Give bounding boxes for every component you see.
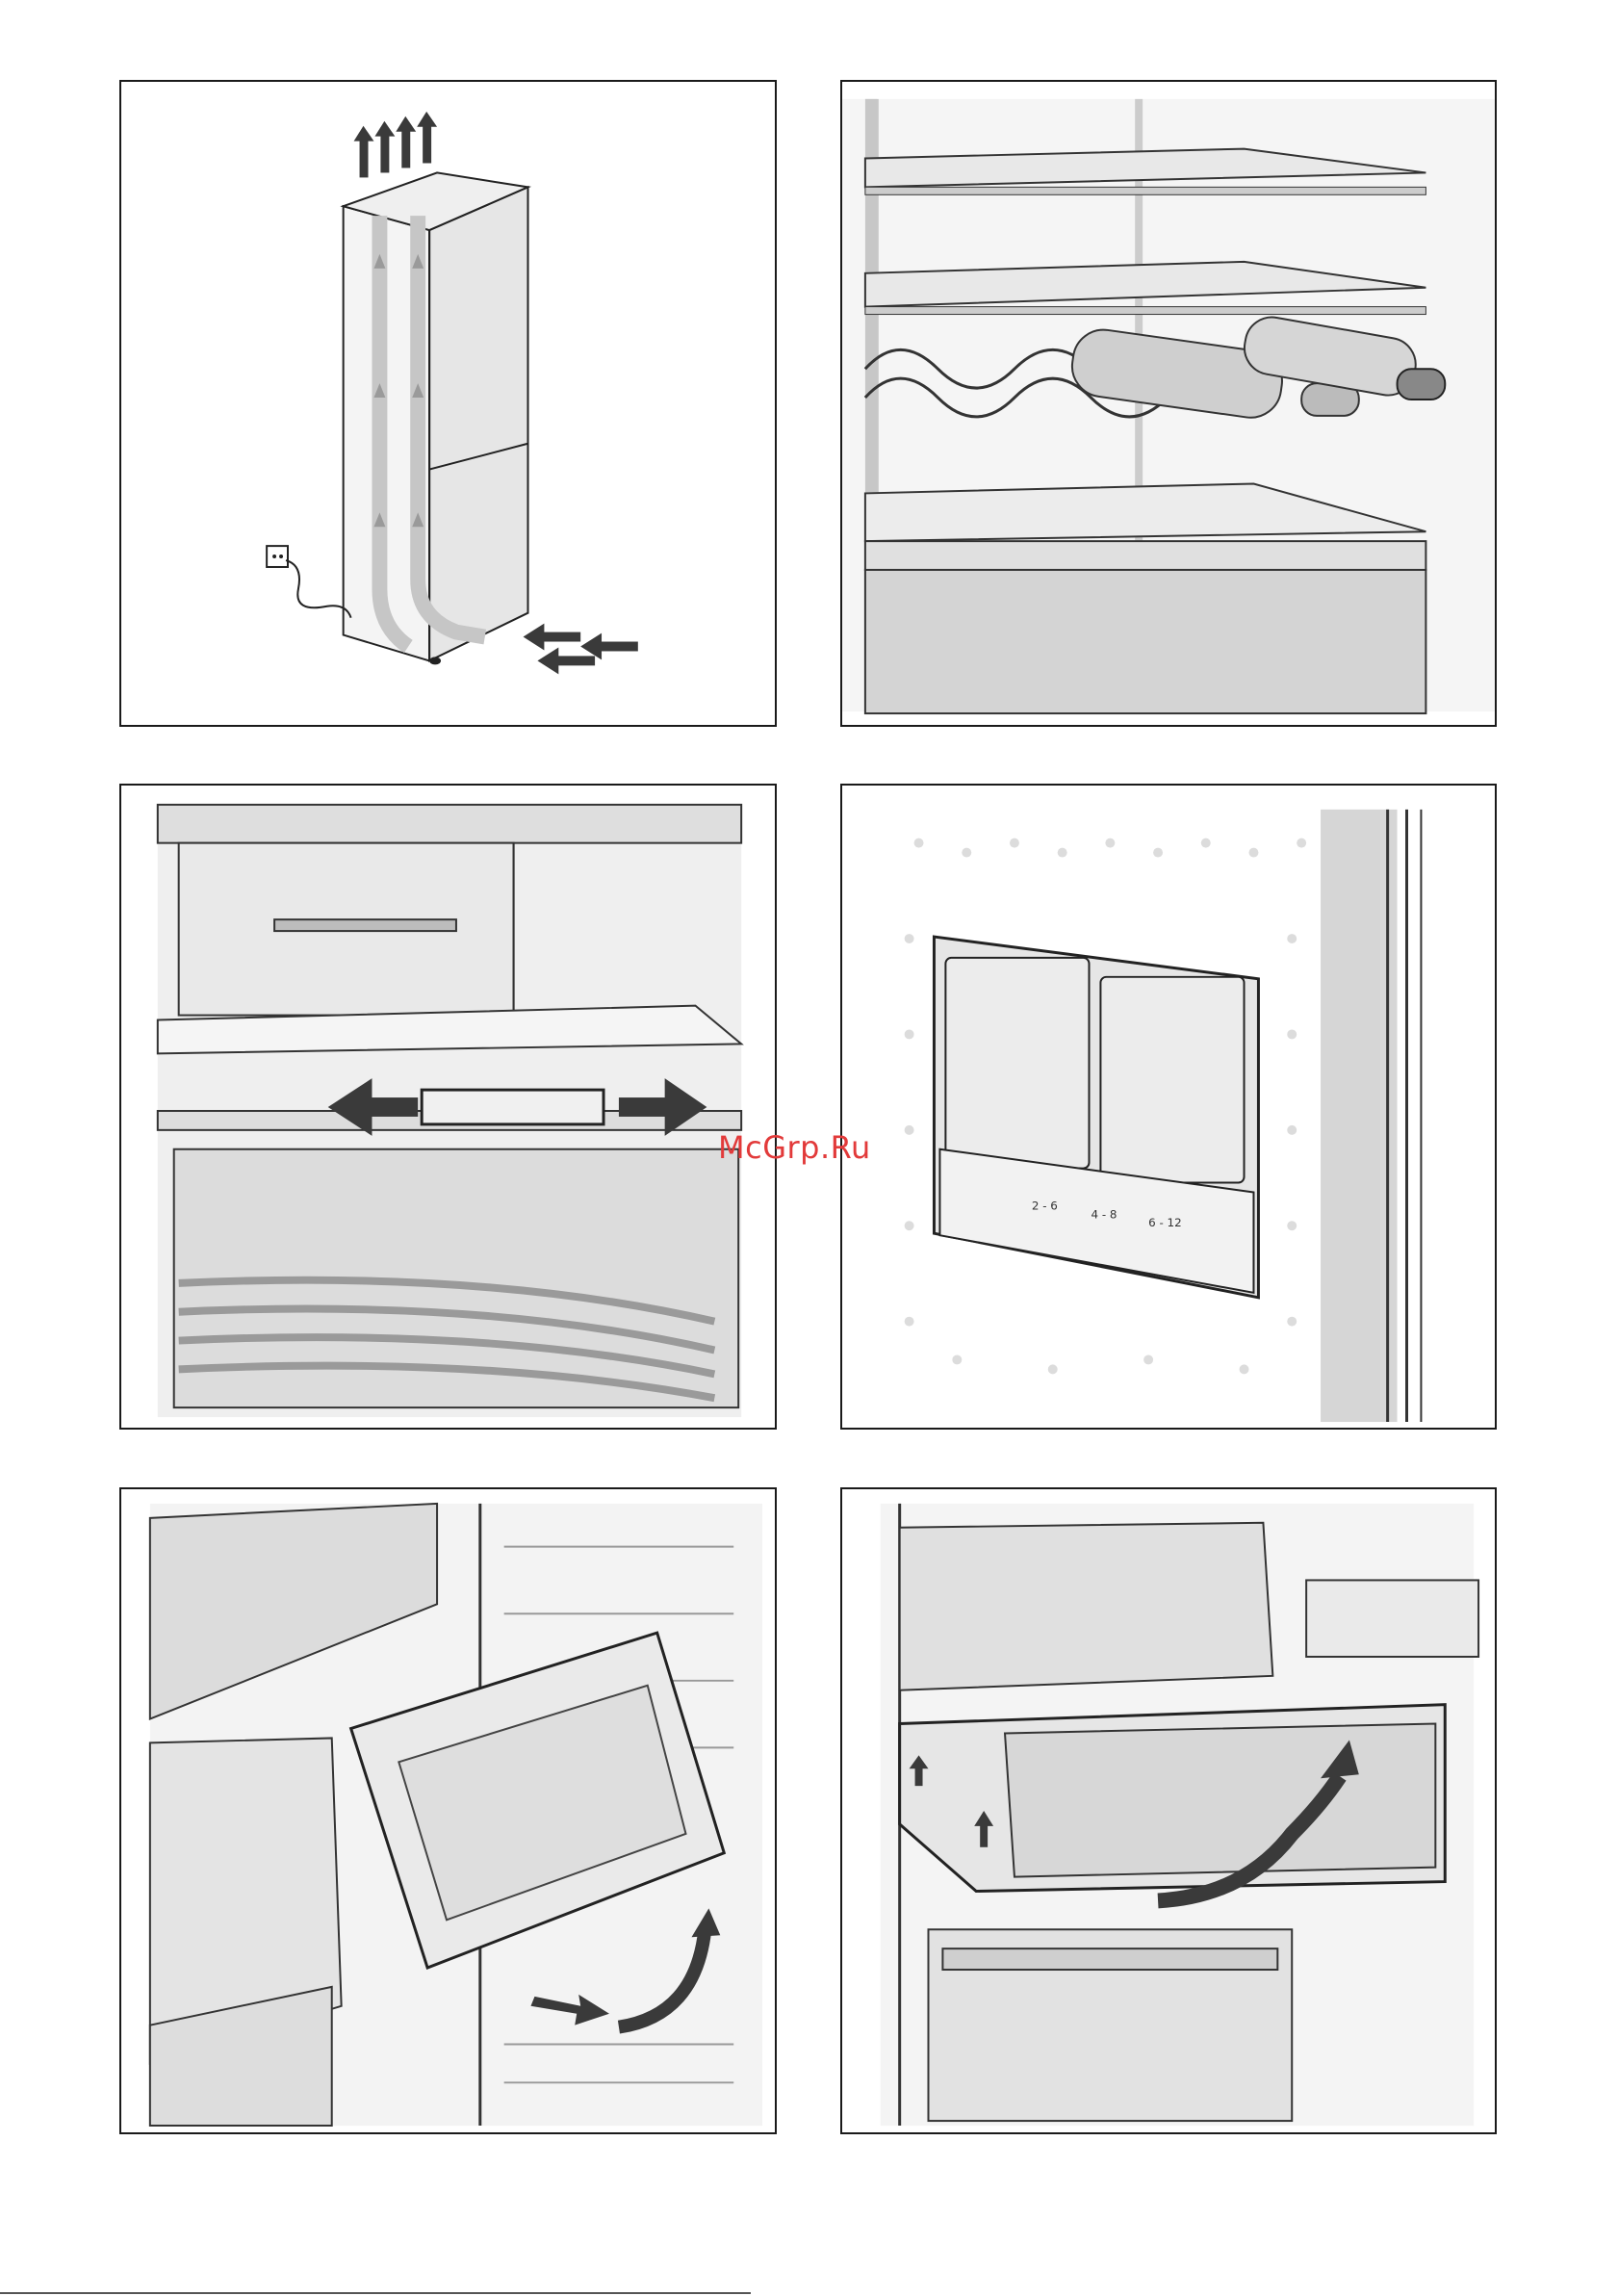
humidity-slider (422, 1090, 604, 1124)
humidity-slider-illustration (121, 786, 775, 1428)
control-slider-left (945, 958, 1089, 1169)
figure-ventilation-airflow (119, 80, 777, 727)
figure-remove-container (840, 1487, 1497, 2134)
control-slider-right (1100, 977, 1244, 1183)
figure-bottle-rack (840, 80, 1497, 727)
footer-rule (0, 2292, 751, 2294)
socket-icon (267, 546, 288, 567)
range-label-2: 4 - 8 (1091, 1207, 1117, 1221)
fridge-airflow-illustration (121, 82, 775, 725)
range-label-3: 6 - 12 (1148, 1216, 1182, 1229)
figure-humidity-slider (119, 784, 777, 1430)
remove-container-illustration (842, 1489, 1495, 2132)
figure-remove-drawer (119, 1487, 777, 2134)
range-label-1: 2 - 6 (1032, 1199, 1058, 1212)
figure-temperature-control-panel: 2 - 6 4 - 8 6 - 12 (840, 784, 1497, 1430)
watermark: McGrp.Ru (718, 1129, 871, 1166)
control-panel-illustration: 2 - 6 4 - 8 6 - 12 (842, 786, 1495, 1428)
exhaust-arrows (354, 112, 437, 178)
intake-arrows (524, 624, 638, 675)
remove-drawer-illustration (121, 1489, 775, 2132)
bottle-rack-illustration (842, 82, 1495, 725)
